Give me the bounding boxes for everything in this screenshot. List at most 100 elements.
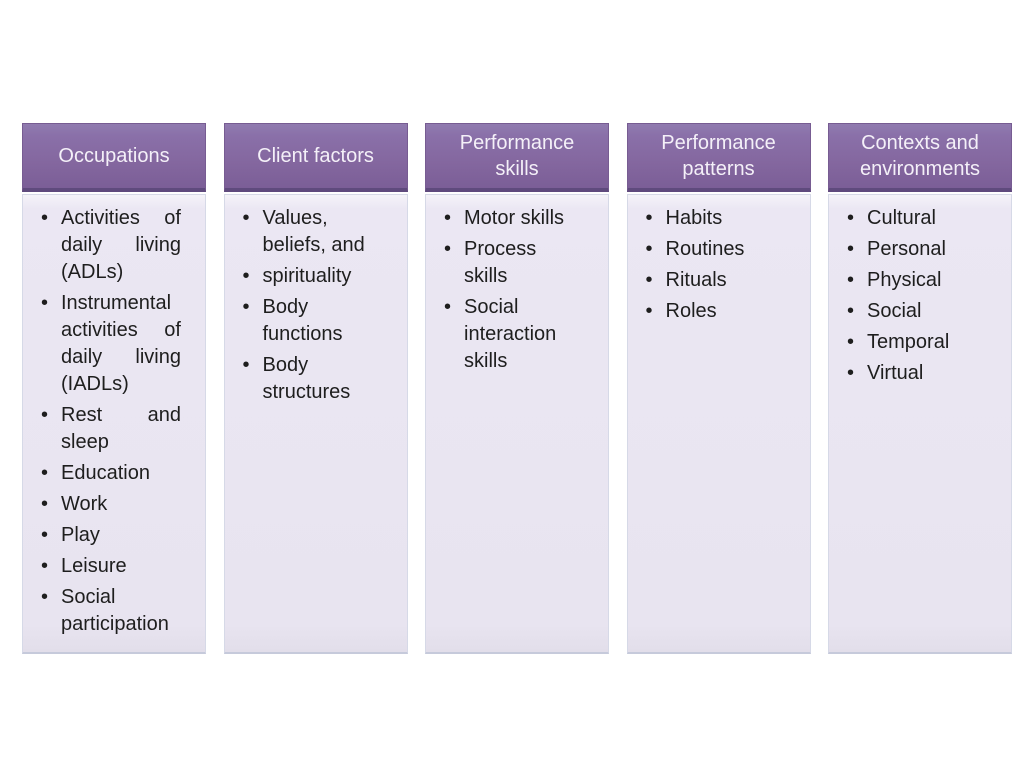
bullet-item: • Routines (644, 236, 806, 263)
bullet-icon: • (41, 524, 49, 546)
bullet-item: • Social (845, 298, 1007, 325)
bullet-icon: • (41, 207, 49, 229)
bullet-text: Social (867, 300, 922, 322)
bullet-icon: • (847, 238, 855, 260)
bullet-text: Process skills (464, 238, 537, 287)
column-body: • Cultural • Personal • Physical • Social • Tempo… (828, 194, 1012, 654)
column-client-factors: Client factors • Values, beliefs, and • spi… (223, 123, 408, 654)
bullet-item: • Activities of daily living (ADLs) (39, 205, 201, 286)
bullet-icon: • (444, 296, 452, 318)
bullet-text: Social interaction skills (464, 296, 557, 372)
bullet-text: Habits (665, 207, 723, 229)
bullet-item: • Body structures (241, 352, 403, 406)
column-body: • Motor skills • Process skills • Social inte… (425, 194, 609, 654)
bullet-list: • Motor skills • Process skills • Social inte… (442, 205, 604, 375)
column-header: Client factors (223, 123, 408, 192)
bullet-item: • Instrumental activities of daily living… (39, 290, 201, 398)
bullet-text: Personal (867, 238, 946, 260)
framework-columns: Occupations • Activities of daily living … (22, 123, 1012, 654)
bullet-list: • Values, beliefs, and • spirituality • Body … (241, 205, 403, 406)
bullet-text: Rest and sleep (61, 404, 181, 453)
bullet-item: • Values, beliefs, and (241, 205, 403, 259)
bullet-icon: • (645, 300, 653, 322)
bullet-item: • Physical (845, 267, 1007, 294)
column-body: • Activities of daily living (ADLs) • Instr… (22, 194, 206, 654)
bullet-item: • Cultural (845, 205, 1007, 232)
bullet-icon: • (444, 238, 452, 260)
bullet-item: • Leisure (39, 553, 201, 580)
bullet-icon: • (242, 265, 250, 287)
bullet-item: • Temporal (845, 329, 1007, 356)
column-header-label: Performance patterns (661, 132, 776, 180)
column-body: •Habits • Routines • Rituals • Roles (626, 194, 811, 654)
bullet-text: Rituals (665, 269, 727, 291)
bullet-icon: • (41, 493, 49, 515)
bullet-item: • Body functions (241, 294, 403, 348)
column-header-label: Contexts and environments (859, 132, 981, 180)
bullet-text: Social participation (61, 586, 169, 635)
column-header-label: Client factors (257, 145, 374, 167)
bullet-icon: • (242, 296, 250, 318)
column-body: • Values, beliefs, and • spirituality • Body … (223, 194, 408, 654)
column-contexts-environments: Contexts and environments • Cultural • Pers… (828, 123, 1012, 654)
bullet-text: Values, beliefs, and (262, 207, 365, 256)
bullet-text: Play (61, 524, 100, 546)
bullet-icon: • (242, 354, 250, 376)
bullet-item: •Habits (644, 205, 806, 232)
bullet-icon: • (847, 362, 855, 384)
bullet-item: • Personal (845, 236, 1007, 263)
bullet-item: • spirituality (241, 263, 403, 290)
bullet-text: Motor skills (464, 207, 565, 229)
bullet-text: Routines (665, 238, 745, 260)
bullet-icon: • (847, 207, 855, 229)
column-occupations: Occupations • Activities of daily living … (22, 123, 206, 654)
bullet-icon: • (41, 404, 49, 426)
bullet-text: Cultural (867, 207, 936, 229)
column-header: Occupations (22, 123, 206, 192)
bullet-text: Temporal (867, 331, 950, 353)
bullet-list: • Cultural • Personal • Physical • Social • Tempo… (845, 205, 1007, 387)
bullet-list: •Habits • Routines • Rituals • Roles (644, 205, 806, 325)
column-header: Contexts and environments (828, 123, 1012, 192)
bullet-icon: • (41, 462, 49, 484)
bullet-text: Education (61, 462, 150, 484)
bullet-item: • Roles (644, 298, 806, 325)
bullet-item: • Motor skills (442, 205, 604, 232)
column-header-label: Occupations (58, 145, 170, 167)
bullet-text: Work (61, 493, 108, 515)
bullet-item: • Education (39, 460, 201, 487)
bullet-item: • Virtual (845, 360, 1007, 387)
bullet-item: • Rest and sleep (39, 402, 201, 456)
bullet-item: • Rituals (644, 267, 806, 294)
bullet-icon: • (847, 269, 855, 291)
bullet-icon: • (847, 300, 855, 322)
bullet-icon: • (444, 207, 452, 229)
bullet-text: Virtual (867, 362, 924, 384)
bullet-item: • Social participation (39, 584, 201, 638)
bullet-text: Body structures (262, 354, 351, 403)
bullet-text: Physical (867, 269, 942, 291)
bullet-text: Leisure (61, 555, 127, 577)
bullet-text: Roles (665, 300, 717, 322)
column-performance-patterns: Performance patterns •Habits•Routines•Ri… (626, 123, 811, 654)
bullet-icon: • (41, 586, 49, 608)
bullet-text: Instrumental activities of daily living … (61, 292, 181, 395)
bullet-icon: • (41, 555, 49, 577)
bullet-icon: • (242, 207, 250, 229)
bullet-text: Body functions (262, 296, 343, 345)
bullet-text: Activities of daily living (ADLs) (61, 207, 181, 283)
bullet-text: spirituality (262, 265, 352, 287)
bullet-item: • Play (39, 522, 201, 549)
bullet-icon: • (41, 292, 49, 314)
bullet-icon: • (645, 269, 653, 291)
bullet-item: • Work (39, 491, 201, 518)
column-header-label: Performance skills (459, 132, 575, 180)
bullet-icon: • (645, 238, 653, 260)
column-performance-skills: Performance skills • Motor skills • Process… (425, 123, 609, 654)
column-header: Performance patterns (626, 123, 811, 192)
bullet-icon: • (847, 331, 855, 353)
bullet-list: • Activities of daily living (ADLs) • Instr… (39, 205, 201, 638)
bullet-item: • Process skills (442, 236, 604, 290)
column-header: Performance skills (425, 123, 609, 192)
